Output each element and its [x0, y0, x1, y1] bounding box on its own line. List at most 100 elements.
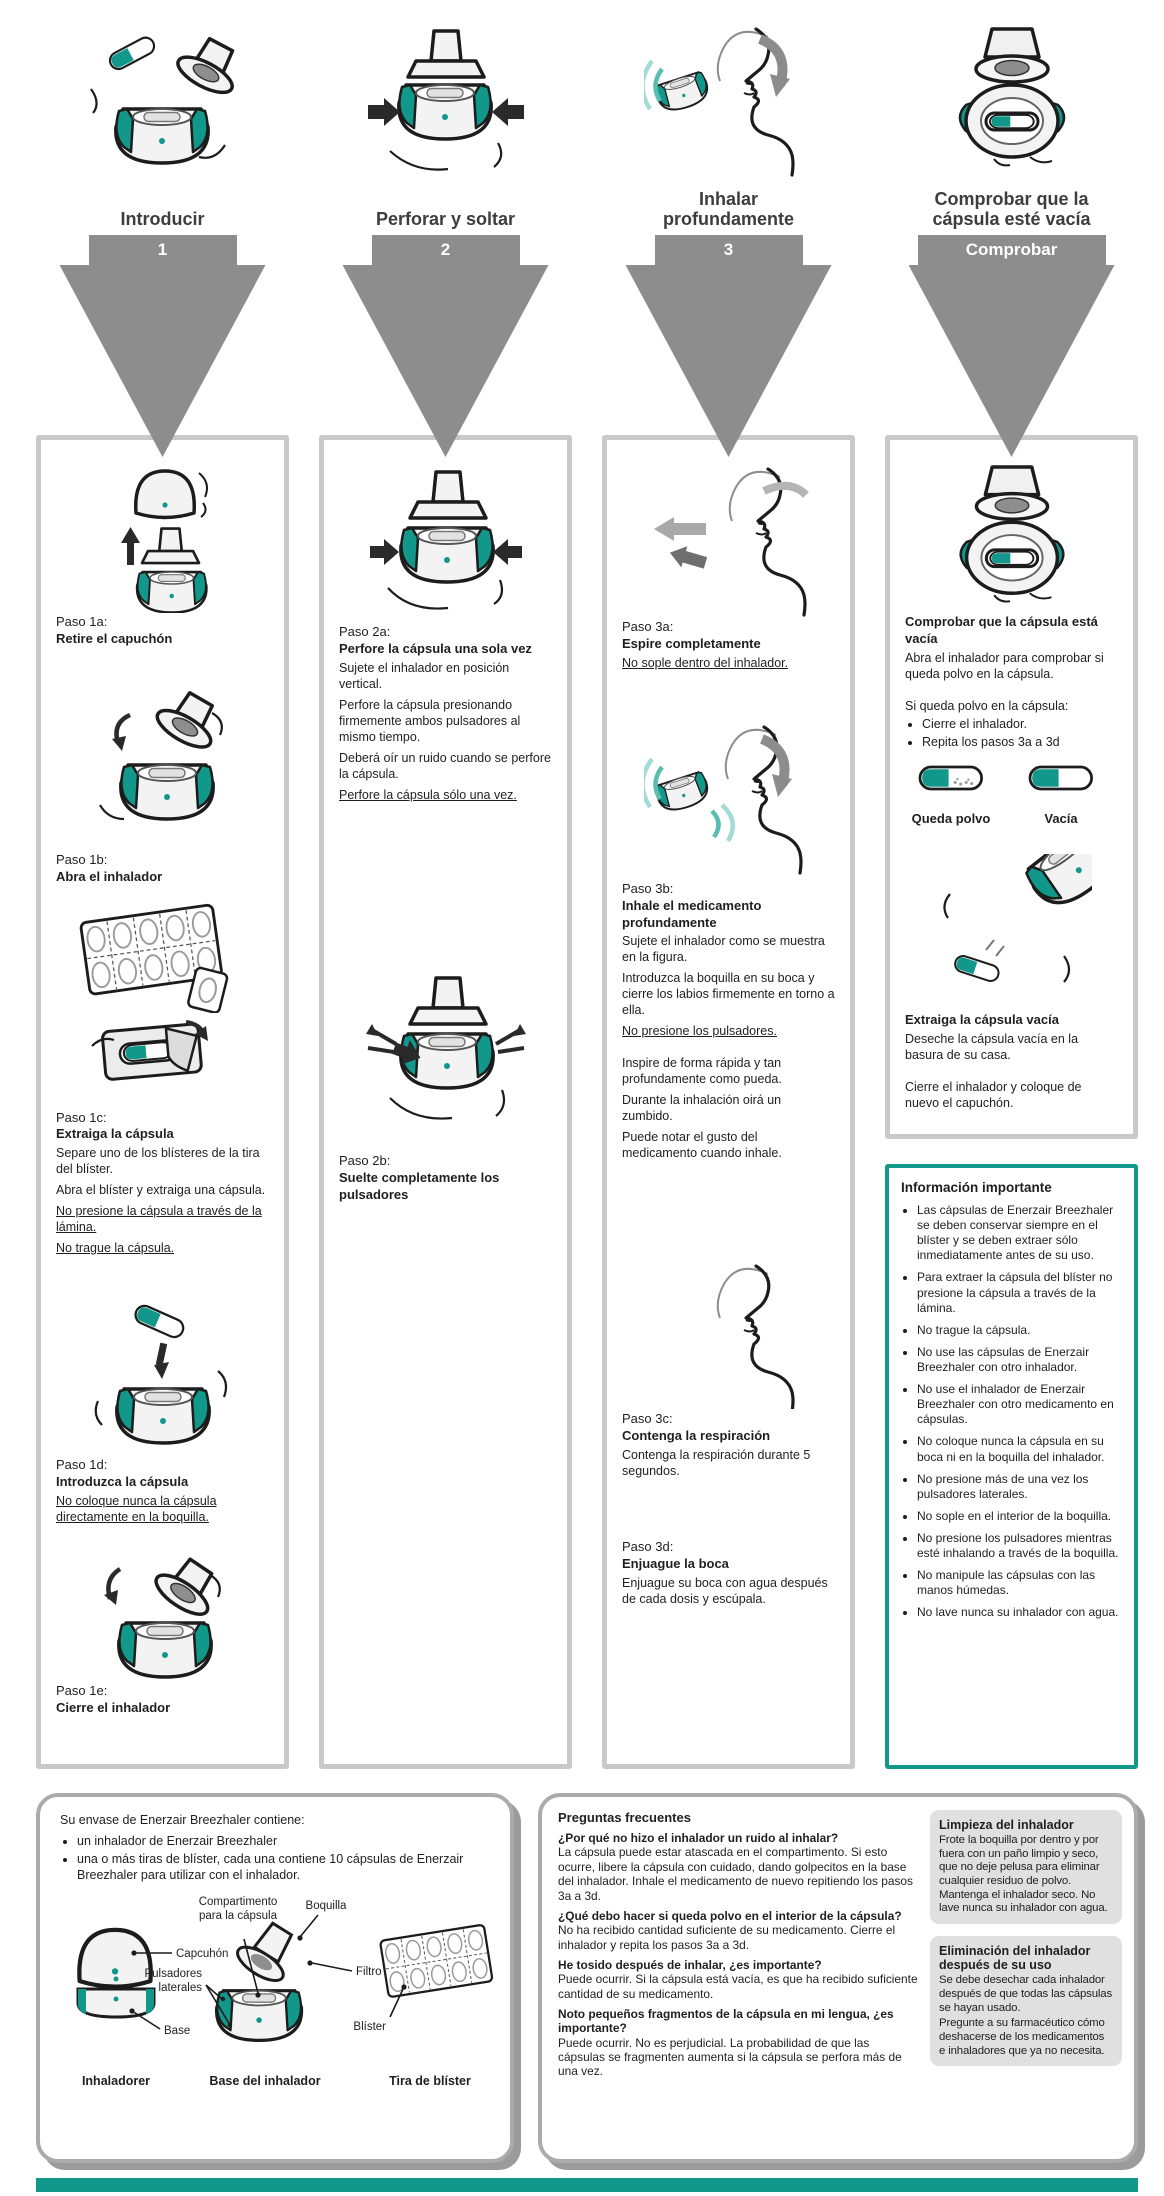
extract-text: Cierre el inhalador y coloque de nuevo e… [905, 1079, 1082, 1110]
illustration-press-overview [366, 26, 526, 178]
step-title: Contenga la respiración [622, 1428, 771, 1444]
step-panels: Paso 1a: Retire el capuchón Paso 1b: Abr… [36, 435, 1138, 1769]
footer-accent-bar [36, 2178, 1138, 2192]
step-title: Extraiga la cápsula [56, 1126, 174, 1142]
label-base: Base [164, 2025, 190, 2037]
down-arrow-icon [342, 265, 549, 457]
disposal-body-2: Pregunte a su farmacéutico cómo deshacer… [939, 2017, 1105, 2057]
faq-answer: No ha recibido cantidad suficiente de su… [558, 1923, 896, 1952]
faq-answer: La cápsula puede estar atascada en el co… [558, 1845, 913, 1903]
disposal-title: Eliminación del inhalador después de su … [939, 1944, 1091, 1973]
step-label: Paso 3d: [622, 1539, 674, 1555]
down-arrow-icon [625, 265, 832, 457]
step-warning: No trague la cápsula. [56, 1241, 175, 1256]
label-buttons-line1: Pulsadores [144, 1968, 202, 1980]
step-2b: Paso 2b: Suelte completamente los pulsad… [339, 943, 552, 1204]
step-label: Paso 1a: [56, 614, 108, 629]
info-bullet: No presione los pulsadores mientras esté… [917, 1531, 1126, 1561]
faq-question: He tosido después de inhalar, ¿es import… [558, 1958, 822, 1972]
step1-arrow: 1 [59, 235, 266, 457]
extract-text: Deseche la cápsula vacía en la basura de… [905, 1031, 1079, 1062]
important-info-title: Información importante [901, 1180, 1052, 1195]
pierce-capsule-icon [339, 464, 552, 624]
step3-arrow: 3 [625, 235, 832, 457]
down-arrow-icon [908, 265, 1115, 457]
label-compartment-line2: para la cápsula [199, 1910, 278, 1922]
faq-answer: Puede ocurrir. Si la cápsula está vacía,… [558, 1972, 918, 2001]
cleaning-box: Limpieza del inhalador Frote la boquilla… [930, 1810, 1122, 1925]
step-3a: Paso 3a: Espire completamente No sople d… [622, 464, 835, 671]
panel-step3: Paso 3a: Espire completamente No sople d… [602, 435, 855, 1769]
step-3c: Paso 3c: Contenga la respiración Conteng… [622, 1261, 835, 1479]
step-label: Paso 2a: [339, 624, 391, 639]
step-label: Paso 1b: [56, 851, 108, 867]
step-1a: Paso 1a: Retire el capuchón [56, 464, 269, 648]
step-text: Enjuague su boca con agua después de cad… [622, 1576, 828, 1607]
step-title: Suelte completamente los pulsadores [339, 1169, 500, 1202]
disposal-body-1: Se debe desechar cada inhalador después … [939, 1974, 1112, 2014]
step-label: Paso 1c: [56, 1109, 107, 1125]
step-3d: Paso 3d: Enjuague la boca Enjuague su bo… [622, 1539, 835, 1607]
top-step-2: Perforar y soltar 2 [319, 26, 572, 457]
step-text: Sujete el inhalador en posición vertical… [339, 660, 510, 691]
step-text: Sujete el inhalador como se muestra en l… [622, 934, 825, 965]
panel-step2: Paso 2a: Perfore la cápsula una sola vez… [319, 435, 572, 1769]
step-label: Paso 2b: [339, 1152, 391, 1168]
faq-question: ¿Por qué no hizo el inhalador un ruido a… [558, 1831, 839, 1845]
check-text: Si queda polvo en la cápsula: [905, 698, 1069, 713]
step-warning: No presione los pulsadores. [622, 1024, 777, 1039]
step-1e: Paso 1e: Cierre el inhalador [56, 1553, 269, 1717]
illustration-inhale-overview [643, 26, 814, 178]
step-title: Abra el inhalador [56, 868, 163, 884]
capsule-full-label: Queda polvo [911, 811, 990, 826]
check-arrow: Comprobar [908, 235, 1115, 457]
faq-question: Noto pequeños fragmentos de la cápsula e… [558, 2007, 894, 2036]
label-mouthpiece: Boquilla [306, 1900, 348, 1912]
hold-breath-face-icon [622, 1261, 835, 1411]
open-inhaler-top-icon [952, 27, 1072, 177]
extract-title: Extraiga la cápsula vacía [905, 1011, 1059, 1027]
info-bullet: No trague la cápsula. [917, 1323, 1126, 1338]
care-column: Limpieza del inhalador Frote la boquilla… [930, 1810, 1122, 2159]
check-heading: Comprobar que la cápsula esté vacía [932, 189, 1091, 230]
step-warning: Perfore la cápsula sólo una vez. [339, 787, 517, 802]
info-bullet: No use las cápsulas de Enerzair Breezhal… [917, 1345, 1126, 1375]
check-text: Abra el inhalador para comprobar si qued… [905, 650, 1104, 681]
open-inhaler-icon [56, 662, 269, 852]
step-title: Cierre el inhalador [56, 1700, 171, 1716]
step2-arrow: 2 [342, 235, 549, 457]
face-inhaling-icon [643, 27, 795, 177]
step-title: Enjuague la boca [622, 1556, 729, 1572]
close-inhaler-icon [56, 1553, 269, 1683]
step-1c: Paso 1c: Extraiga la cápsula Separe uno … [56, 900, 269, 1257]
check-title: Comprobar que la cápsula está vacía [905, 614, 1098, 646]
label-filter: Filtro [356, 1966, 382, 1978]
step-1b: Paso 1b: Abra el inhalador [56, 662, 269, 886]
step-2a: Paso 2a: Perfore la cápsula una sola vez… [339, 464, 552, 803]
capsule-compare-figure: Queda polvo Vacía [905, 756, 1118, 838]
step-label: Paso 3b: [622, 880, 674, 896]
step1-arrow-label: 1 [88, 235, 237, 265]
important-info-box: Información importante Las cápsulas de E… [885, 1164, 1138, 1769]
info-bullet: No lave nunca su inhalador con agua. [917, 1605, 1126, 1620]
step-3b: Paso 3b: Inhale el medicamento profundam… [622, 721, 835, 1162]
blister-strip-icon [56, 900, 269, 1015]
step-text: Introduzca la boquilla en su boca y cier… [622, 971, 835, 1018]
step2-heading: Perforar y soltar [375, 209, 516, 230]
top-step-check: Comprobar que la cápsula esté vacía Comp… [885, 26, 1138, 457]
faq-title: Preguntas frecuentes [558, 1810, 691, 1825]
check-list-item: Cierre el inhalador. [922, 716, 1118, 732]
label-blister: Blíster [353, 2021, 386, 2033]
down-arrow-icon [59, 265, 266, 457]
step-title: Inhale el medicamento profundamente [622, 897, 762, 930]
top-step-3: Inhalar profundamente 3 [602, 26, 855, 457]
package-item: un inhalador de Enerzair Breezhaler [77, 1833, 492, 1849]
cleaning-title: Limpieza del inhalador [939, 1818, 1074, 1832]
bottom-section: Su envase de Enerzair Breezhaler contien… [36, 1793, 1138, 2163]
info-bullet: No manipule las cápsulas con las manos h… [917, 1568, 1126, 1598]
step-text: Puede notar el gusto del medicamento cua… [622, 1130, 782, 1161]
caption-strip: Tira de blíster [389, 2074, 471, 2088]
step1-heading: Introducir [120, 209, 205, 230]
cleaning-body: Frote la boquilla por dentro y por fuera… [939, 1834, 1108, 1915]
step-text: Perfore la cápsula presionando firmement… [339, 697, 521, 744]
